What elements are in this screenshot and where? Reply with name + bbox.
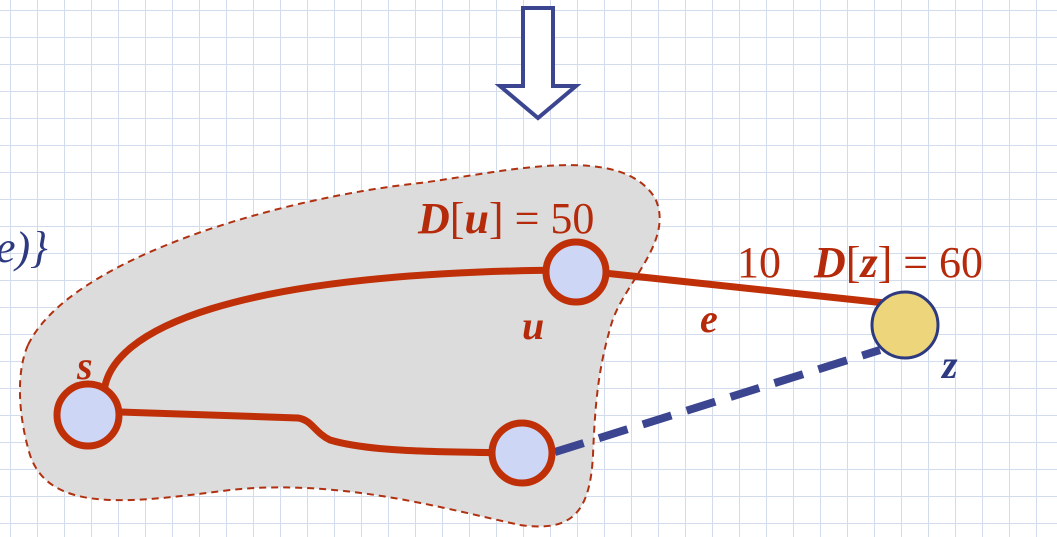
du-close: ] = 50	[489, 194, 594, 243]
du-open: [	[450, 194, 465, 243]
left-fragment-label: e)}	[0, 223, 48, 272]
edge-s-to-lower-node	[119, 408, 521, 457]
node-u-label: u	[522, 303, 544, 348]
node-z	[870, 290, 940, 360]
dz-D: D	[813, 238, 846, 287]
edge-s-to-u	[100, 266, 573, 393]
node-lower	[488, 419, 556, 487]
dz-open: [	[846, 238, 861, 287]
dz-close: ] = 60	[878, 238, 983, 287]
du-var: u	[464, 194, 488, 243]
edge-e-label: e	[700, 296, 718, 341]
edge-u-to-z	[603, 269, 886, 307]
weight-label: 10	[737, 238, 781, 287]
down-arrow-icon	[494, 6, 582, 121]
du-D: D	[417, 194, 450, 243]
node-z-label: z	[940, 342, 958, 387]
du-label: D[u] = 50	[417, 194, 594, 243]
dz-label: D[z] = 60	[813, 238, 983, 287]
node-u	[542, 238, 610, 306]
dashed-edge-to-z	[553, 346, 882, 456]
dz-var: z	[858, 238, 877, 287]
node-s-label: s	[76, 343, 93, 388]
node-s	[53, 380, 123, 450]
